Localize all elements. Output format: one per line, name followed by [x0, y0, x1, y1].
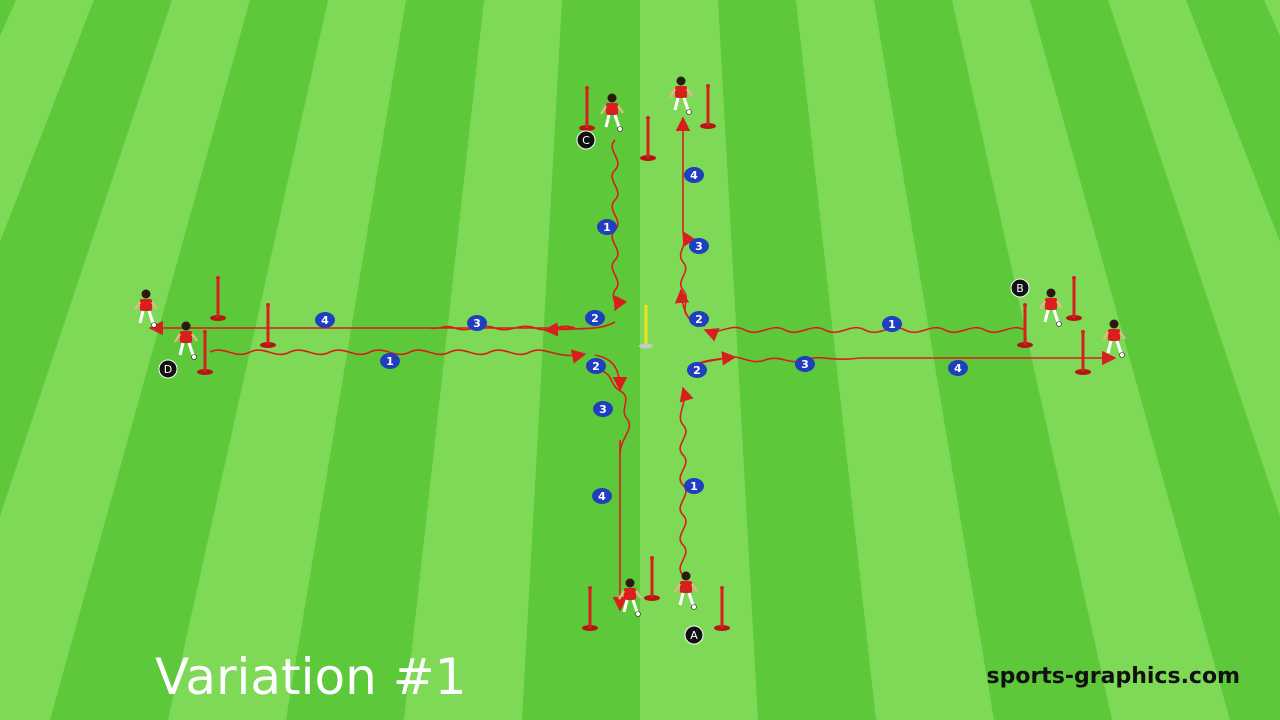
step-marker-label: 1: [386, 355, 394, 368]
cone-pole-icon: [640, 116, 656, 161]
cone-pole-icon: [579, 86, 595, 131]
player-icon: [668, 76, 694, 115]
path-bottom-dribble: [679, 386, 694, 576]
step-marker-1: 1: [684, 478, 704, 494]
step-marker-label: 2: [591, 312, 599, 325]
start-marker-label: C: [582, 134, 590, 147]
step-marker-3: 3: [593, 401, 613, 417]
path-bottom-wave-3: [599, 369, 631, 456]
cone-pole-icon: [714, 586, 730, 631]
drill-paths: [148, 116, 1117, 612]
step-marker-label: 4: [690, 169, 698, 182]
variation-caption: Variation #1: [155, 648, 467, 706]
player-icon: [173, 321, 199, 360]
watermark: sports-graphics.com: [986, 664, 1240, 689]
path-center-2-left: [543, 321, 616, 337]
step-marker-label: 3: [801, 358, 809, 371]
cone-pole-icon: [582, 586, 598, 631]
step-marker-label: 2: [695, 313, 703, 326]
player-icon: [1101, 319, 1127, 358]
cone-pole-icon: [1075, 330, 1091, 375]
step-marker-4: 4: [684, 167, 704, 183]
step-marker-4: 4: [948, 360, 968, 376]
cone-pole-icon: [197, 330, 213, 375]
step-marker-4: 4: [592, 488, 612, 504]
cone-pole-icon: [260, 303, 276, 348]
start-marker-d: D: [158, 359, 178, 379]
path-left-dribble: [209, 349, 587, 364]
start-markers: A B C D: [158, 130, 1030, 645]
pitch-stripe: [1186, 0, 1280, 242]
step-marker-label: 1: [690, 480, 698, 493]
step-marker-3: 3: [689, 238, 709, 254]
step-marker-label: 2: [592, 360, 600, 373]
cone-pole-icon: [210, 276, 226, 321]
cone-pole-icon: [644, 556, 660, 601]
step-marker-label: 4: [598, 490, 606, 503]
step-marker-2: 2: [586, 358, 606, 374]
step-marker-label: 1: [888, 318, 896, 331]
start-marker-a: A: [684, 625, 704, 645]
path-right-dribble: [703, 326, 1026, 342]
start-marker-label: A: [690, 629, 698, 642]
step-marker-label: 4: [321, 314, 329, 327]
start-marker-b: B: [1010, 278, 1030, 298]
step-marker-label: 4: [954, 362, 962, 375]
step-marker-4: 4: [315, 312, 335, 328]
player-icon: [1038, 288, 1064, 327]
step-marker-2: 2: [689, 311, 709, 327]
start-marker-label: B: [1016, 282, 1024, 295]
center-flag-icon: [639, 305, 653, 349]
step-marker-2: 2: [687, 362, 707, 378]
pitch-stripe: [874, 0, 1112, 720]
step-marker-label: 3: [473, 317, 481, 330]
step-marker-1: 1: [882, 316, 902, 332]
pitch-stripe: [1030, 0, 1280, 720]
player-icon: [673, 571, 699, 610]
start-marker-c: C: [576, 130, 596, 150]
step-markers: 4 3 1 2 2 1 4 3 2 1 3 4 2 3 4 1: [315, 167, 968, 504]
player-icon: [617, 578, 643, 617]
cone-pole-icon: [700, 84, 716, 129]
step-marker-label: 2: [693, 364, 701, 377]
cone-pole-icon: [1066, 276, 1082, 321]
pitch-stripe: [50, 0, 328, 720]
players: [133, 76, 1127, 617]
step-marker-1: 1: [597, 219, 617, 235]
player-icon: [599, 93, 625, 132]
start-marker-label: D: [164, 363, 172, 376]
path-top-wave-3: [679, 230, 696, 319]
step-marker-2: 2: [585, 310, 605, 326]
path-center-2-bottom-left: [594, 354, 628, 392]
cone-pole-icon: [1017, 303, 1033, 348]
pitch-stripe: [0, 0, 172, 516]
step-marker-label: 3: [695, 240, 703, 253]
player-icon: [133, 289, 159, 328]
step-marker-label: 1: [603, 221, 611, 234]
step-marker-1: 1: [380, 353, 400, 369]
step-marker-label: 3: [599, 403, 607, 416]
step-marker-3: 3: [467, 315, 487, 331]
pitch-stripe: [0, 0, 16, 36]
cone-poles: [197, 84, 1091, 631]
step-marker-3: 3: [795, 356, 815, 372]
